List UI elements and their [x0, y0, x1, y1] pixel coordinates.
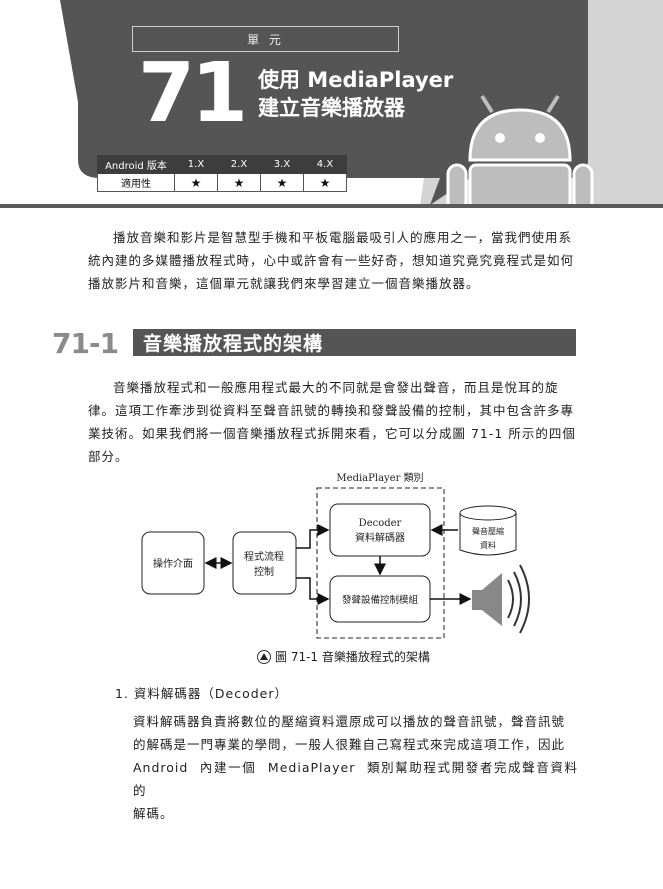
flow-control-box	[232, 531, 297, 595]
unit-title: 使用 MediaPlayer 建立音樂播放器	[258, 66, 453, 122]
mediaplayer-group-label: MediaPlayer 類別	[336, 472, 423, 484]
version-row: Android 版本 1.X 2.X 3.X 4.X	[97, 155, 347, 174]
unit-title-line1: 使用 MediaPlayer	[258, 68, 454, 92]
header-divider	[0, 204, 663, 208]
list-item-title: 1. 資料解碼器（Decoder）	[115, 686, 289, 701]
flow-control-label: 控制	[254, 565, 274, 578]
flow-control-label: 程式流程	[244, 550, 284, 563]
star-icon: ★	[174, 173, 218, 192]
database-label: 聲音壓縮	[472, 526, 504, 536]
list-item-line: Android 內建一個 MediaPlayer 類別幫助程式開發者完成聲音資料…	[133, 760, 578, 798]
mediaplayer-group-box	[316, 487, 445, 639]
figure-caption: 圖 71-1 音樂播放程式的架構	[257, 648, 430, 665]
android-robot-icon	[446, 108, 594, 205]
unit-number: 71	[138, 46, 248, 141]
list-item-line: 解碼。	[133, 806, 174, 821]
compatibility-table: Android 版本 1.X 2.X 3.X 4.X 適用性 ★ ★ ★ ★	[97, 155, 347, 192]
database-icon	[459, 513, 517, 556]
sound-control-label: 發聲設備控制模組	[342, 594, 419, 606]
star-icon: ★	[303, 173, 347, 192]
section-line: 部分。	[88, 449, 129, 464]
unit-title-line2: 建立音樂播放器	[258, 96, 405, 120]
list-item-body: 資料解碼器負責將數位的壓縮資料還原成可以播放的聲音訊號，聲音訊號 的解碼是一門專…	[133, 710, 578, 825]
speaker-icon	[472, 564, 530, 634]
list-item-line: 資料解碼器負責將數位的壓縮資料還原成可以播放的聲音訊號，聲音訊號	[133, 714, 566, 729]
intro-line: 播放音樂和影片是智慧型手機和平板電腦最吸引人的應用之一，當我們使用系	[113, 230, 573, 245]
decoder-label: 資料解碼器	[355, 531, 405, 544]
decoder-label: Decoder	[359, 518, 402, 529]
section-number: 71-1	[52, 327, 119, 360]
ui-box	[141, 531, 205, 595]
version-row-header: Android 版本	[97, 155, 175, 174]
version-cell: 4.X	[303, 155, 347, 174]
version-cell: 2.X	[217, 155, 261, 174]
intro-line: 播放影片和音樂，這個單元就讓我們來學習建立一個音樂播放器。	[88, 276, 480, 291]
section-line: 業技術。如果我們將一個音樂播放程式拆開來看，它可以分成圖 71-1 所示的四個	[88, 426, 576, 441]
version-cell: 1.X	[174, 155, 218, 174]
architecture-diagram: MediaPlayer 類別 操作介面 程式流程 控制 Decoder 資料解碼…	[141, 472, 530, 639]
star-icon: ★	[217, 173, 261, 192]
arrow	[296, 524, 330, 549]
caption-text: 圖 71-1 音樂播放程式的架構	[275, 650, 430, 664]
version-cell: 3.X	[260, 155, 304, 174]
section-line: 律。這項工作牽涉到從資料至聲音訊號的轉換和發聲設備的控制，其中包含許多專	[88, 403, 575, 418]
list-item-line: 的解碼是一門專業的學問，一般人很難自己寫程式來完成這項工作，因此	[133, 737, 566, 752]
applicability-label: 適用性	[97, 173, 175, 192]
intro-paragraph: 播放音樂和影片是智慧型手機和平板電腦最吸引人的應用之一，當我們使用系 統內建的多…	[88, 226, 578, 295]
section-line: 音樂播放程式和一般應用程式最大的不同就是會發出聲音，而且是悅耳的旋	[113, 380, 559, 395]
applicability-row: 適用性 ★ ★ ★ ★	[97, 173, 347, 192]
section-title: 音樂播放程式的架構	[133, 329, 576, 356]
star-icon: ★	[260, 173, 304, 192]
intro-line: 統內建的多媒體播放程式時，心中或許會有一些好奇，想知道究竟究竟程式是如何	[88, 253, 575, 268]
unit-label: 單 元	[132, 26, 399, 52]
section-paragraph: 音樂播放程式和一般應用程式最大的不同就是會發出聲音，而且是悅耳的旋 律。這項工作…	[88, 376, 578, 468]
database-label: 資料	[480, 540, 496, 550]
triangle-up-icon	[257, 649, 271, 664]
arrow	[296, 577, 330, 605]
decoder-box	[329, 503, 431, 557]
ui-box-label: 操作介面	[153, 557, 193, 570]
